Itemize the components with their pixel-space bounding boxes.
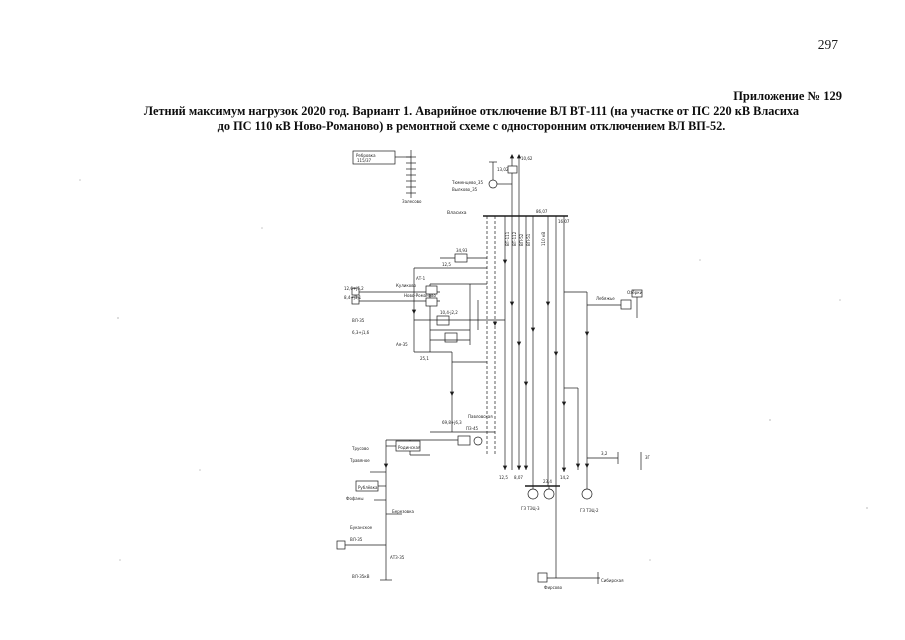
diagram-label: Куликово bbox=[396, 283, 417, 288]
diagram-label: АТ-1 bbox=[416, 276, 426, 281]
diagram-label: Вылково_35 bbox=[452, 187, 478, 192]
diagram-label: Ново-Романово bbox=[404, 293, 436, 298]
diagram-label: 3,2 bbox=[601, 451, 608, 456]
diagram-label: Ребровка bbox=[356, 153, 376, 158]
diagram-label: ПЗ-45 bbox=[466, 426, 479, 431]
diagram-label: Буканское bbox=[350, 525, 373, 530]
document-title: Летний максимум нагрузок 2020 год. Вариа… bbox=[38, 104, 905, 133]
bus-lines bbox=[483, 155, 588, 486]
diagram-label: ВЛ-35кВ bbox=[352, 574, 370, 579]
diagram-label: Власиха bbox=[447, 210, 467, 216]
diagram-label: ГЗ ТЭЦ-2 bbox=[580, 508, 599, 513]
diagram-label: ВТ-111 bbox=[505, 231, 510, 246]
diagram-label: Трусово bbox=[351, 446, 369, 451]
diagram-label: 23,4 bbox=[543, 479, 552, 484]
diagram-label: Березовка bbox=[392, 509, 415, 514]
appendix-label: Приложение № 129 bbox=[733, 89, 842, 103]
diagram-label: 14,2 bbox=[560, 475, 569, 480]
diagram-label: 13,02 bbox=[497, 167, 509, 172]
diagram-label: Травяное bbox=[349, 458, 370, 463]
diagram-label: 12,6+j5,2 bbox=[344, 286, 364, 291]
diagram-label: 110 кВ bbox=[541, 232, 546, 246]
diagram-label: Фофаны bbox=[346, 496, 364, 501]
top-left-substation bbox=[352, 150, 416, 198]
diagram-label: 12,5 bbox=[499, 475, 508, 480]
scan-specks bbox=[79, 179, 868, 561]
diagram-label: Сибирская bbox=[601, 578, 624, 583]
right-side-taps bbox=[587, 289, 643, 470]
diagram-label: 115/37 bbox=[357, 158, 372, 163]
title-line-1: Летний максимум нагрузок 2020 год. Вариа… bbox=[143, 104, 800, 118]
page-number: 297 bbox=[817, 37, 838, 52]
diagram-label: 8,4+j3,1 bbox=[344, 295, 362, 300]
diagram-label: Ая-35 bbox=[396, 342, 408, 347]
diagram-label: АТЗ-35 bbox=[390, 555, 405, 560]
diagram-label: 3Г bbox=[645, 455, 651, 460]
diagram-label: 34,93 bbox=[456, 248, 468, 253]
top-feeder-heads bbox=[488, 154, 522, 189]
diagram-label: 12,5 bbox=[442, 262, 451, 267]
diagram-label: Родинская bbox=[398, 445, 421, 450]
diagram-label: ВЛ-35 bbox=[350, 537, 363, 542]
diagram-label: Лебяжье bbox=[596, 296, 615, 301]
diagram-label: 8,07 bbox=[514, 475, 523, 480]
diagram-label: 10,62 bbox=[521, 156, 533, 161]
flow-arrows bbox=[383, 259, 590, 472]
diagram-label: 25,1 bbox=[420, 356, 429, 361]
lower-middle-cluster bbox=[386, 431, 495, 456]
bottom-generation bbox=[525, 470, 600, 584]
diagram-label: ГЗ ТЭЦ-3 bbox=[521, 506, 540, 511]
mid-left-cluster bbox=[351, 253, 505, 432]
diagram-label: ВП-52 bbox=[519, 233, 524, 246]
diagram-label: 86,07 bbox=[536, 209, 548, 214]
diagram-label: Залесово bbox=[402, 199, 422, 204]
diagram-label: Рублёвка bbox=[358, 485, 378, 490]
diagram-label: ВЛ-35 bbox=[352, 318, 365, 323]
title-line-2: до ПС 110 кВ Ново-Романово) в ремонтной … bbox=[217, 118, 726, 133]
diagram-label: ВП-51 bbox=[526, 233, 531, 246]
diagram-label: 6,3+j1,6 bbox=[352, 330, 370, 335]
diagram-label: 69,8+j6,3 bbox=[442, 420, 462, 425]
diagram-label: 10,4-j2,2 bbox=[440, 310, 458, 315]
diagram-label: Фирсово bbox=[544, 585, 563, 590]
diagram-label: 16,07 bbox=[558, 219, 570, 224]
diagram-label: ВТ-112 bbox=[512, 231, 517, 246]
left-lower-chain bbox=[336, 440, 421, 581]
diagram-label: Павловская bbox=[468, 414, 493, 419]
diagram-label: Озёрки bbox=[627, 290, 643, 295]
diagram-label: Тюменцево_35 bbox=[451, 180, 483, 185]
